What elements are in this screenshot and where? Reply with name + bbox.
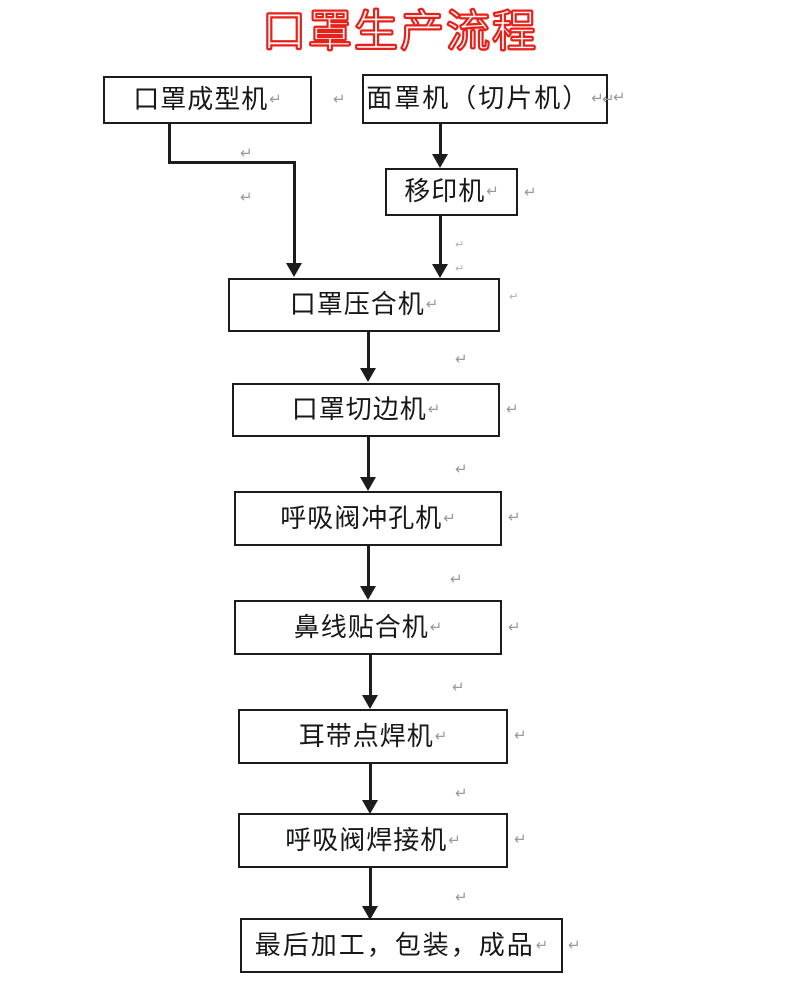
- edge-nose-to-earloop-arrowhead: [362, 695, 378, 709]
- pilcrow-icon: ↵: [535, 936, 549, 954]
- node-mask-forming-machine[interactable]: 口罩成型机↵: [103, 76, 312, 124]
- pilcrow-icon: ↵: [486, 183, 499, 200]
- pilcrow-icon: ↵: [427, 401, 441, 418]
- stray-mark-elbow-upper: ↵: [240, 145, 253, 162]
- stray-mark-slicer-right-b: ↵: [613, 89, 626, 106]
- node-label: 移印机↵: [404, 177, 499, 206]
- stray-mark-top-gap: ↵: [333, 91, 346, 108]
- stray-mark-press-right: ↵: [509, 291, 519, 303]
- stray-mark-punch-right: ↵: [508, 509, 521, 526]
- node-mask-edge-cutting-machine[interactable]: 口罩切边机↵: [232, 383, 500, 437]
- edge-valveweld-to-final-line: [369, 868, 372, 908]
- node-pad-printing-machine[interactable]: 移印机↵: [385, 168, 518, 216]
- edge-forming-to-pressing-arrowhead: [286, 263, 302, 277]
- stray-mark-gap-1: ↵: [455, 351, 468, 368]
- stray-mark-ear-right: ↵: [514, 727, 527, 744]
- node-valve-welding-machine[interactable]: 呼吸阀焊接机↵: [238, 813, 508, 868]
- edge-cutting-to-punching-arrowhead: [360, 477, 376, 491]
- node-nose-wire-bonding-machine[interactable]: 鼻线贴合机↵: [234, 600, 502, 655]
- edge-punching-to-nose-arrowhead: [360, 586, 376, 600]
- stray-mark-gap-4: ↵: [452, 679, 465, 696]
- edge-punching-to-nose-line: [367, 546, 370, 588]
- edge-forming-to-pressing-segment-down2: [293, 161, 296, 265]
- pilcrow-icon: ↵: [269, 91, 282, 108]
- stray-mark-gap-2: ↵: [455, 461, 468, 478]
- stray-mark-gap-3: ↵: [450, 571, 463, 588]
- stray-mark-pad-below-b: ↵: [455, 263, 465, 275]
- pilcrow-icon: ↵: [429, 618, 443, 636]
- pilcrow-icon: ↵: [434, 727, 448, 745]
- edge-cutting-to-punching-line: [367, 437, 370, 479]
- node-label: 耳带点焊机↵: [298, 721, 448, 751]
- edge-valveweld-to-final-arrowhead: [362, 906, 378, 920]
- edge-pressing-to-cutting-arrowhead: [360, 368, 376, 382]
- edge-pad-to-pressing-arrowhead: [432, 264, 448, 278]
- node-mask-pressing-machine[interactable]: 口罩压合机↵: [228, 278, 500, 332]
- stray-mark-slicer-right-a: ↵: [602, 91, 615, 108]
- stray-mark-valveweld-right: ↵: [514, 831, 527, 848]
- stray-mark-elbow-lower: ↵: [240, 189, 253, 206]
- node-earloop-welding-machine[interactable]: 耳带点焊机↵: [238, 709, 508, 764]
- edge-slicer-to-pad-line: [439, 124, 442, 156]
- pilcrow-icon: ↵: [443, 509, 456, 527]
- edge-earloop-to-valveweld-arrowhead: [362, 800, 378, 814]
- stray-mark-gap-5: ↵: [455, 785, 468, 802]
- stray-mark-pad-below-a: ↵: [455, 239, 465, 251]
- node-label: 呼吸阀冲孔机↵: [280, 503, 456, 533]
- stray-mark-cut-right: ↵: [506, 401, 519, 418]
- stray-mark-gap-6: ↵: [455, 889, 468, 906]
- edge-forming-to-pressing-segment-down: [168, 124, 171, 164]
- stray-mark-nose-right: ↵: [508, 619, 521, 636]
- edge-nose-to-earloop-line: [369, 655, 372, 697]
- node-label: 鼻线贴合机↵: [293, 612, 443, 642]
- edge-pressing-to-cutting-line: [367, 332, 370, 370]
- edge-pad-to-pressing-line: [439, 216, 442, 266]
- node-label: 面罩机（切片机）↵: [366, 84, 604, 113]
- edge-slicer-to-pad-arrowhead: [432, 154, 448, 168]
- node-final-processing[interactable]: 最后加工，包装，成品↵: [240, 918, 563, 973]
- node-label: 口罩成型机↵: [133, 85, 282, 114]
- stray-mark-pad-right: ↵: [524, 184, 537, 201]
- node-label: 口罩压合机↵: [289, 290, 439, 319]
- node-label: 呼吸阀焊接机↵: [285, 825, 461, 855]
- node-label: 最后加工，包装，成品↵: [254, 930, 549, 960]
- node-label: 口罩切边机↵: [291, 395, 441, 424]
- edge-forming-to-pressing-segment-right: [168, 161, 296, 164]
- node-valve-punching-machine[interactable]: 呼吸阀冲孔机↵: [234, 491, 502, 546]
- pilcrow-icon: ↵: [591, 90, 604, 107]
- pilcrow-icon: ↵: [448, 831, 461, 849]
- pilcrow-icon: ↵: [425, 296, 439, 313]
- edge-earloop-to-valveweld-line: [369, 764, 372, 802]
- stray-mark-final-right: ↵: [568, 937, 581, 954]
- node-face-mask-slicer[interactable]: 面罩机（切片机）↵: [362, 74, 608, 124]
- page-title: 口罩生产流程: [261, 6, 538, 57]
